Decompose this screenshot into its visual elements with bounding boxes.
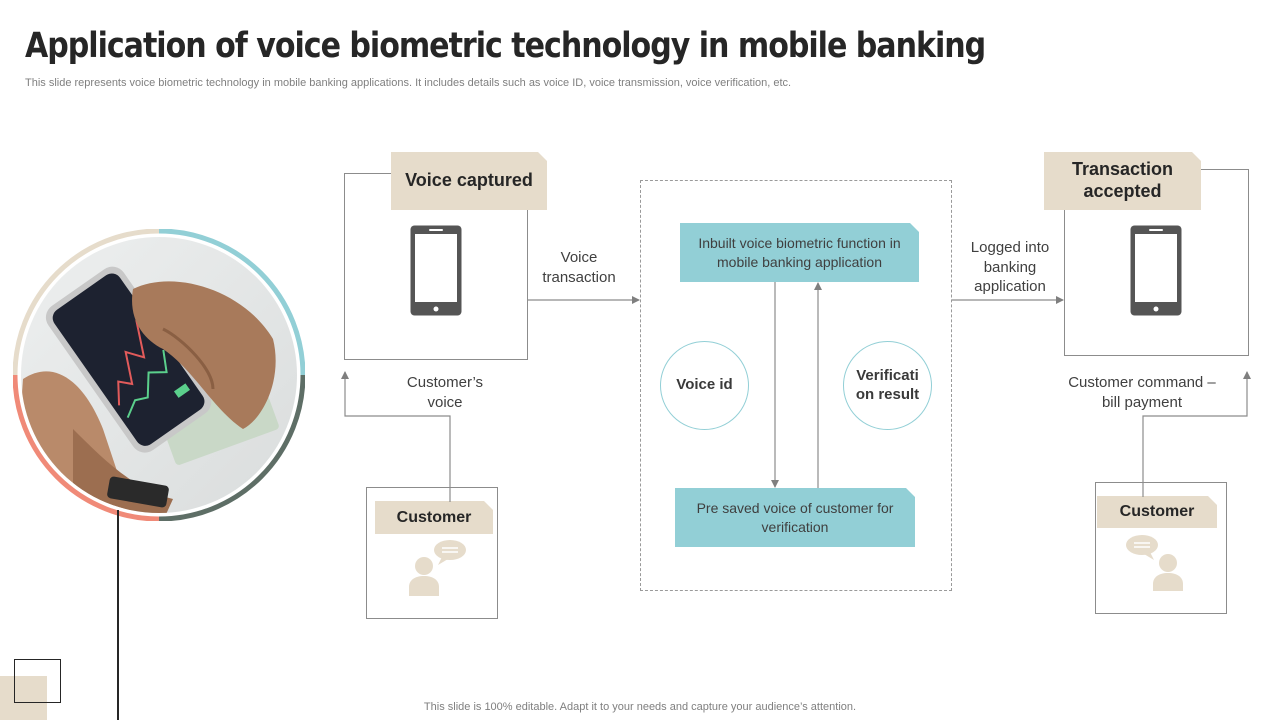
decorative-square-outline xyxy=(14,659,61,703)
customer-command-label: Customer command – bill payment xyxy=(1068,374,1216,411)
smartphone-icon xyxy=(1130,225,1182,316)
transaction-accepted-tag: Transaction accepted xyxy=(1044,152,1201,210)
voice-transaction-label: Voice transaction xyxy=(542,249,616,286)
inbuilt-function-box: Inbuilt voice biometric function in mobi… xyxy=(680,223,919,282)
customers-voice-label: Customer’s voice xyxy=(406,374,484,411)
logged-into-banking-label: Logged into banking application xyxy=(970,239,1050,295)
verification-result-circle: Verificati on result xyxy=(843,341,932,430)
customer-tag-left: Customer xyxy=(375,501,493,534)
customer-speech-icon xyxy=(1126,535,1183,591)
decorative-square-filled xyxy=(0,676,47,720)
phone-photo-circle xyxy=(13,229,305,521)
voice-captured-tag: Voice captured xyxy=(391,152,547,210)
decorative-line xyxy=(117,510,119,720)
voice-id-circle: Voice id xyxy=(660,341,749,430)
smartphone-icon xyxy=(410,225,462,316)
page-subtitle: This slide represents voice biometric te… xyxy=(25,77,792,89)
page-title: Application of voice biometric technolog… xyxy=(25,26,986,66)
footer-note: This slide is 100% editable. Adapt it to… xyxy=(423,701,857,713)
customer-speech-icon xyxy=(409,540,466,596)
pre-saved-voice-box: Pre saved voice of customer for verifica… xyxy=(675,488,915,547)
customer-tag-right: Customer xyxy=(1097,496,1217,528)
verification-panel xyxy=(640,180,952,591)
